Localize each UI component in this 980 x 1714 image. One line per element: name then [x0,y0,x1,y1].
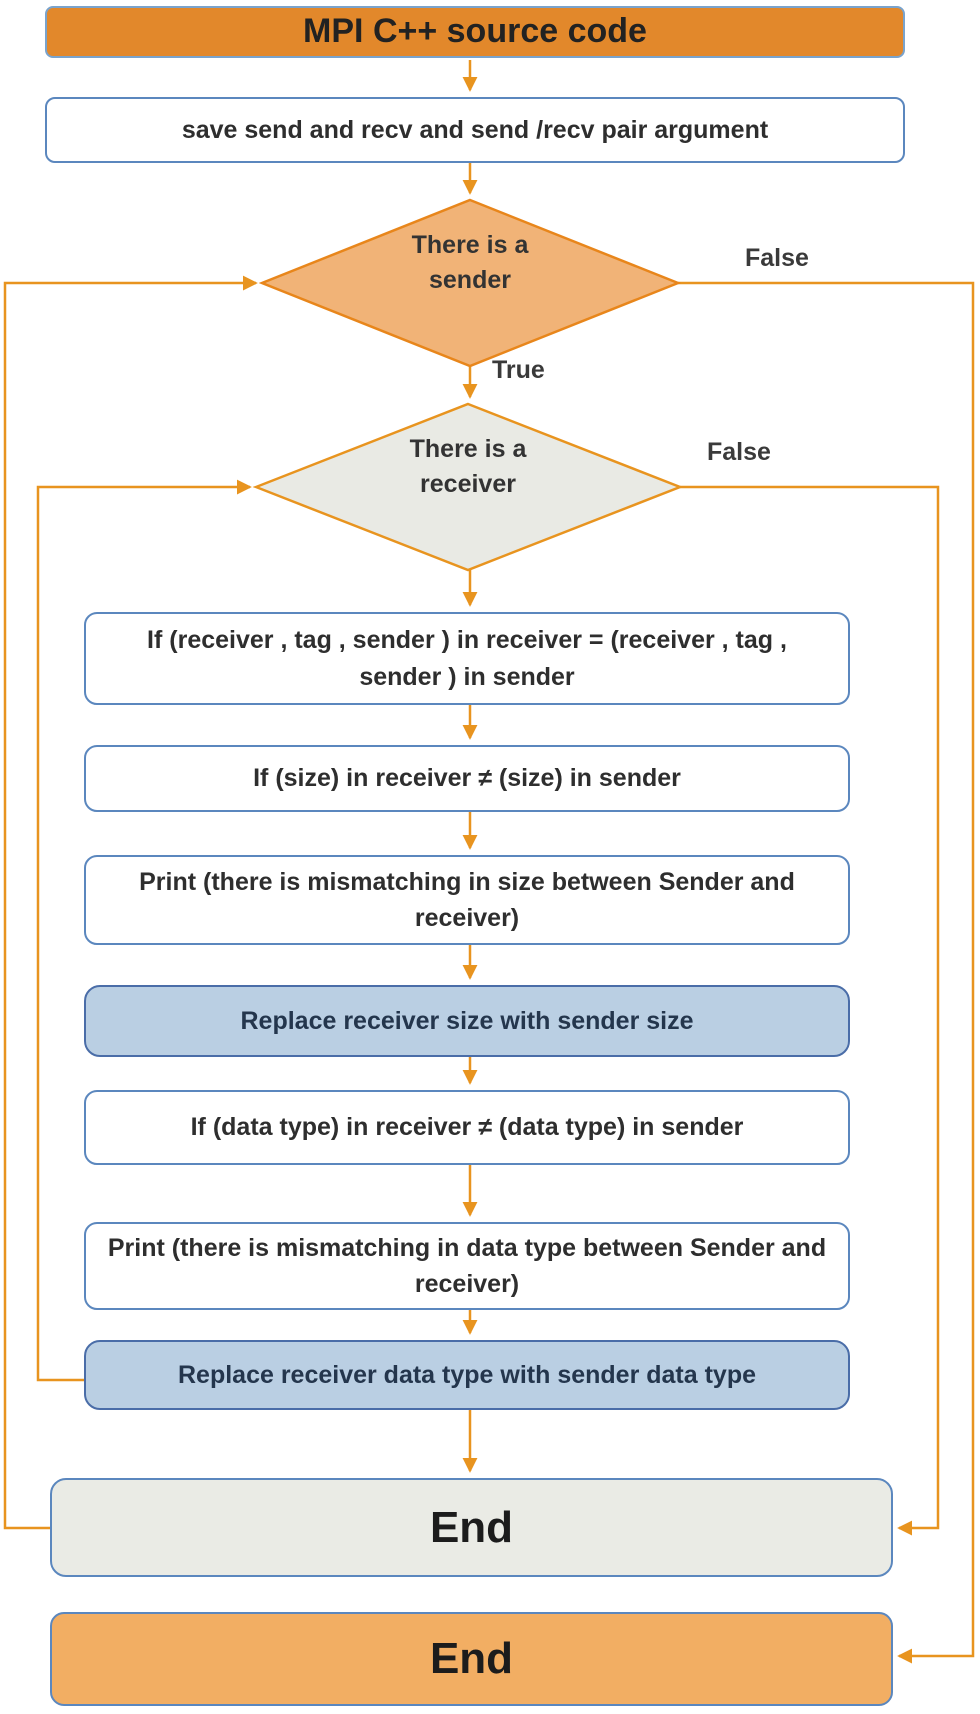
replace-size-text: Replace receiver size with sender size [240,1006,694,1035]
check-pair-text: If (receiver , tag , sender ) in receive… [147,626,787,691]
true-label-text: True [492,356,545,384]
receiver-decision-label: There is a receiver [348,432,588,502]
print-size-mismatch-box: Print (there is mismatching in size betw… [84,855,850,945]
false-label-receiver-text: False [707,438,771,466]
print-size-bold: mismatching [307,867,462,896]
receiver-decision-line2: receiver [420,470,516,498]
print-size-mismatch-text: Print (there is mismatching in size betw… [106,864,828,937]
false-label-sender-text: False [745,244,809,272]
replace-datatype-box: Replace receiver data type with sender d… [84,1340,850,1410]
sender-decision-line2: sender [429,266,511,294]
print-datatype-bold: mismatching [275,1233,431,1262]
end-final-text: End [429,1634,514,1684]
print-size-post: in size between Sender and receiver) [414,867,795,932]
print-datatype-post: in data type between Sender and receiver… [414,1233,827,1298]
sender-decision-label: There is a sender [350,228,590,298]
replace-datatype-text: Replace receiver data type with sender d… [177,1360,756,1389]
false-label-receiver: False [707,438,771,467]
replace-size-box: Replace receiver size with sender size [84,985,850,1057]
end-loop-text: End [429,1502,514,1552]
check-pair-box: If (receiver , tag , sender ) in receive… [84,612,850,705]
print-size-pre: Print (there is [139,867,308,896]
end-loop-box: End [50,1478,893,1577]
check-size-text: If (size) in receiver ≠ (size) in sender [253,764,681,793]
sender-decision-line1: There is a [411,231,529,259]
title-text: MPI C++ source code [303,12,647,51]
title-box: MPI C++ source code [45,6,905,58]
connector-receiver-false [680,485,940,1536]
save-arguments-text: save send and recv and send /recv pair a… [181,115,769,144]
false-label-sender: False [745,244,809,273]
connector-loop-end-to-sender [3,275,258,1530]
print-datatype-mismatch-text: Print (there is mismatching in data type… [106,1230,828,1303]
sender-decision-diamond [258,198,682,368]
end-final-box: End [50,1612,893,1706]
receiver-decision-diamond [252,402,684,572]
connector-sender-false [678,281,975,1664]
save-arguments-box: save send and recv and send /recv pair a… [45,97,905,163]
connector-loop-replacedatatype-to-receiver [36,479,252,1382]
check-datatype-box: If (data type) in receiver ≠ (data type)… [84,1090,850,1165]
check-size-box: If (size) in receiver ≠ (size) in sender [84,745,850,812]
true-label: True [492,356,545,385]
print-datatype-pre: Print (there is [107,1233,276,1262]
print-datatype-mismatch-box: Print (there is mismatching in data type… [84,1222,850,1310]
receiver-decision-line1: There is a [409,435,527,463]
check-datatype-text: If (data type) in receiver ≠ (data type)… [190,1113,744,1142]
